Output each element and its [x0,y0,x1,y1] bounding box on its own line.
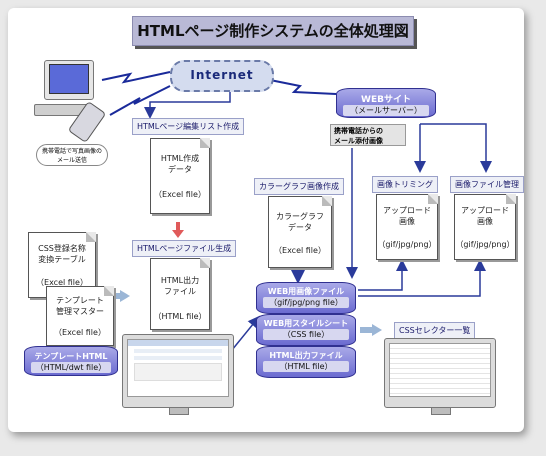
db-css-subtitle: （CSS file） [263,329,349,340]
color-graph-label: カラーグラフ画像作成 [254,178,344,195]
html-list-doc-file: （Excel file） [154,190,206,199]
page-title: HTMLページ制作システムの全体処理図 [132,16,414,46]
color-graph-doc: カラーグラフ データ （Excel file） [268,196,332,268]
template-master-doc: テンプレート 管理マスター （Excel file） [46,286,114,346]
css-reg-doc-file: （Excel file） [36,278,88,287]
html-page-doc-title: HTML出力 ファイル [160,276,200,296]
html-list-doc-title: HTML作成 データ [160,154,200,174]
flow-mail-mgmt [420,123,492,173]
template-master-doc-title: テンプレート 管理マスター [56,296,104,316]
html-page-doc: HTML出力 ファイル （HTML file） [150,258,210,330]
db-image-files: WEB用画像ファイル （gif/jpg/png file） [256,282,356,314]
monitor-stand [169,407,189,415]
trim-doc-file: （gif/jpg/png） [377,240,437,249]
db-stack: WEB用画像ファイル （gif/jpg/png file） WEB用スタイルシー… [256,282,356,380]
web-site-title: WEBサイト [361,95,411,105]
db-image-title: WEB用画像ファイル [267,287,345,296]
browser-monitor [122,334,234,415]
db-image-subtitle: （gif/jpg/png file） [263,297,349,308]
template-master-doc-file: （Excel file） [54,328,106,337]
internet-cloud: Internet [170,60,274,92]
css-selector-screen [389,343,491,397]
db-html-output: HTML出力ファイル （HTML file） [256,346,356,378]
color-graph-doc-title: カラーグラフ データ [276,212,324,232]
html-page-label: HTMLページファイル生成 [132,240,237,257]
html-list-label: HTMLページ編集リスト作成 [132,118,245,135]
template-html-title: テンプレートHTML [34,352,108,361]
img-mgmt-label: 画像ファイル管理 [450,176,524,193]
template-html-cylinder: テンプレートHTML （HTML/dwt file） [24,346,118,376]
mail-attach-note: 携帯電話からの メール添付画像 [330,124,406,146]
css-reg-doc-title: CSS登録名称 変換テーブル [38,244,86,264]
pc-computer-icon [30,60,100,118]
flow-db-mgmt [358,259,486,297]
db-css-title: WEB用スタイルシート [263,319,349,328]
trim-label: 画像トリミング [372,176,438,193]
img-mgmt-doc: アップロード 画像 （gif/jpg/png） [454,194,516,260]
css-selector-label: CSSセレクター一覧 [394,322,476,339]
db-html-title: HTML出力ファイル [269,351,343,360]
html-page-doc-file: （HTML file） [153,312,207,321]
flow-internet-list [144,86,231,119]
img-mgmt-doc-title: アップロード 画像 [461,206,509,226]
browser-screen [127,339,229,397]
db-stylesheet: WEB用スタイルシート （CSS file） [256,314,356,346]
db-html-subtitle: （HTML file） [263,361,349,372]
flow-monitor-db [231,315,260,351]
flow-db-trim [358,259,408,291]
html-list-doc: HTML作成 データ （Excel file） [150,138,210,214]
web-site-subtitle: （メールサーバー） [343,105,429,116]
css-monitor-stand [431,407,451,415]
template-html-subtitle: （HTML/dwt file） [31,362,111,373]
trim-doc-title: アップロード 画像 [383,206,431,226]
link-phone-internet [109,85,171,116]
link-pc-internet [101,71,171,84]
link-internet-website [269,79,337,95]
phone-caption: 携帯電話で写真画像の メール送信 [36,144,108,166]
color-graph-doc-file: （Excel file） [274,246,326,255]
web-site-cylinder: WEBサイト （メールサーバー） [336,88,436,118]
css-selector-monitor [384,338,496,415]
trim-doc: アップロード 画像 （gif/jpg/png） [376,194,438,260]
img-mgmt-doc-file: （gif/jpg/png） [455,240,515,249]
